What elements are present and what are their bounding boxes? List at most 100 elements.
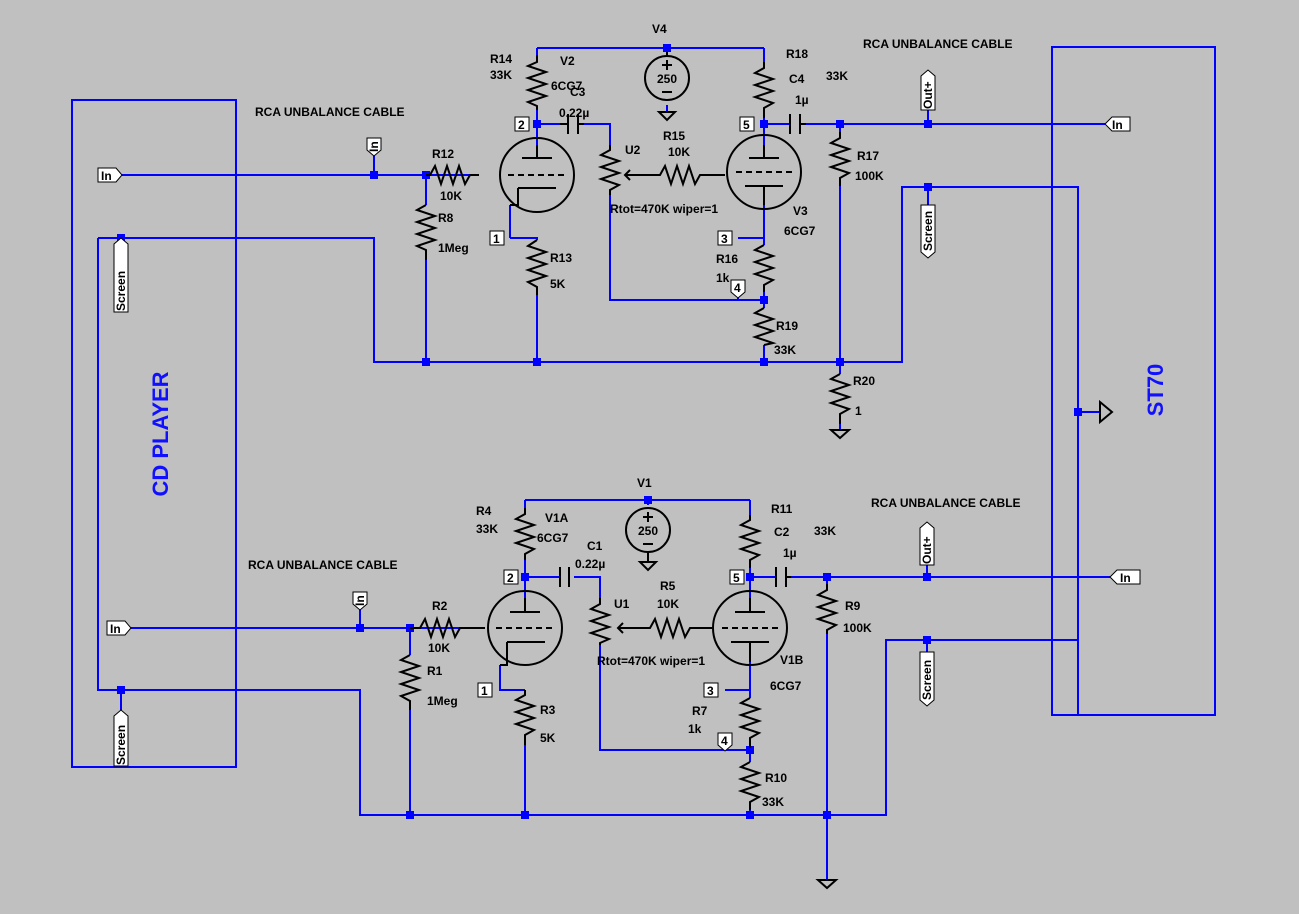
pin-flag-3: 3	[717, 230, 733, 246]
svg-text:R17: R17	[857, 149, 879, 163]
svg-text:1Meg: 1Meg	[438, 241, 469, 255]
cable-label-lower-out: RCA UNBALANCE CABLE	[871, 496, 1021, 510]
svg-text:2: 2	[507, 571, 514, 585]
resistor-r1: R1 1Meg	[397, 654, 458, 710]
svg-text:R12: R12	[432, 147, 454, 161]
tube-v2-name: V2	[560, 54, 575, 68]
svg-text:1µ: 1µ	[795, 93, 809, 107]
junction	[924, 183, 932, 191]
net-flag-in: In	[1104, 116, 1131, 132]
svg-text:5: 5	[733, 571, 740, 585]
junction	[356, 624, 364, 632]
cd-player-block: CD PLAYER	[71, 99, 237, 768]
svg-text:1: 1	[481, 684, 488, 698]
svg-text:250: 250	[657, 72, 677, 86]
svg-text:100K: 100K	[843, 621, 872, 635]
cable-label-upper-in: RCA UNBALANCE CABLE	[255, 105, 405, 119]
triode-v3: V3 6CG7	[726, 134, 816, 238]
svg-text:10K: 10K	[657, 597, 679, 611]
junction	[533, 120, 541, 128]
upper-channel: In In Screen Out+ Screen In 2 5 1 3 4	[97, 22, 1131, 715]
st70-label: ST70	[1143, 364, 1168, 417]
junction	[746, 811, 754, 819]
junction	[760, 120, 768, 128]
junction	[370, 171, 378, 179]
junction	[533, 358, 541, 366]
resistor-r16: R16 1k	[716, 244, 777, 292]
svg-text:In: In	[367, 141, 381, 152]
resistor-r4: R4 33K	[476, 504, 538, 560]
resistor-r12: R12 10K	[426, 147, 479, 203]
junction	[422, 358, 430, 366]
pin-flag-2: 2	[503, 569, 519, 585]
resistor-r20: R20 1	[827, 373, 875, 424]
svg-text:Out+: Out+	[921, 81, 935, 109]
svg-text:In: In	[353, 595, 367, 606]
svg-text:33K: 33K	[476, 522, 498, 536]
st70-block: ST70	[1051, 46, 1216, 716]
svg-text:R7: R7	[692, 704, 708, 718]
wire	[574, 576, 601, 598]
svg-text:Rtot=470K wiper=1: Rtot=470K wiper=1	[610, 202, 718, 216]
svg-text:Rtot=470K wiper=1: Rtot=470K wiper=1	[597, 654, 705, 668]
junction	[644, 496, 652, 504]
svg-text:R5: R5	[660, 579, 676, 593]
svg-text:R4: R4	[476, 504, 492, 518]
junction	[836, 358, 844, 366]
resistor-r2: R2 10K	[410, 599, 485, 655]
ground-icon	[815, 879, 839, 890]
svg-text:3: 3	[721, 232, 728, 246]
tube-v1a-type: 6CG7	[537, 531, 569, 545]
svg-text:100K: 100K	[855, 169, 884, 183]
svg-text:1k: 1k	[688, 722, 702, 736]
net-flag-in: In	[366, 137, 382, 157]
svg-text:In: In	[1120, 571, 1131, 585]
net-flag-screen: Screen	[919, 651, 935, 707]
resistor-r15: R15 10K	[640, 129, 725, 188]
net-flag-in: In	[97, 167, 123, 183]
svg-text:4: 4	[721, 734, 728, 748]
net-flag-out-plus: Out+	[920, 69, 936, 111]
svg-text:33K: 33K	[774, 343, 796, 357]
potentiometer-u2: U2 Rtot=470K wiper=1	[597, 143, 718, 216]
svg-text:R18: R18	[786, 47, 808, 61]
net-flag-screen: Screen	[113, 709, 129, 767]
resistor-r18: R18 33K	[751, 47, 848, 118]
svg-text:R2: R2	[432, 599, 448, 613]
cable-label-lower-in: RCA UNBALANCE CABLE	[248, 558, 398, 572]
svg-text:1: 1	[855, 404, 862, 418]
wire	[510, 237, 538, 240]
junction	[117, 686, 125, 694]
svg-text:1µ: 1µ	[783, 546, 797, 560]
net-flag-in: In	[1109, 569, 1141, 585]
cd-player-label: CD PLAYER	[148, 371, 173, 496]
svg-text:1k: 1k	[716, 271, 730, 285]
junction	[923, 636, 931, 644]
voltage-source-v1: 250 V1	[625, 476, 671, 572]
svg-text:R10: R10	[765, 771, 787, 785]
junction	[924, 120, 932, 128]
cable-label-upper-out: RCA UNBALANCE CABLE	[863, 37, 1013, 51]
svg-text:1: 1	[493, 232, 500, 246]
svg-text:5: 5	[743, 118, 750, 132]
resistor-r14: R14 33K	[490, 52, 550, 110]
svg-text:R19: R19	[776, 319, 798, 333]
pin-flag-3: 3	[703, 682, 719, 698]
resistor-r5: R5 10K	[640, 579, 712, 641]
wire	[98, 186, 1079, 715]
potentiometer-u1: U1 Rtot=470K wiper=1	[587, 597, 705, 668]
svg-text:33K: 33K	[814, 524, 836, 538]
pin-flag-5: 5	[739, 116, 755, 132]
capacitor-c4: C4 1µ	[789, 72, 809, 134]
resistor-r10: R10 33K	[737, 761, 787, 810]
pin-flag-2: 2	[514, 116, 530, 132]
ground-icon	[1099, 399, 1114, 425]
svg-text:3: 3	[707, 684, 714, 698]
svg-text:In: In	[110, 622, 121, 636]
wire	[738, 237, 765, 245]
svg-text:250: 250	[638, 524, 658, 538]
svg-text:R13: R13	[550, 251, 572, 265]
junction	[823, 573, 831, 581]
voltage-source-v4: 250 V4	[644, 22, 690, 122]
